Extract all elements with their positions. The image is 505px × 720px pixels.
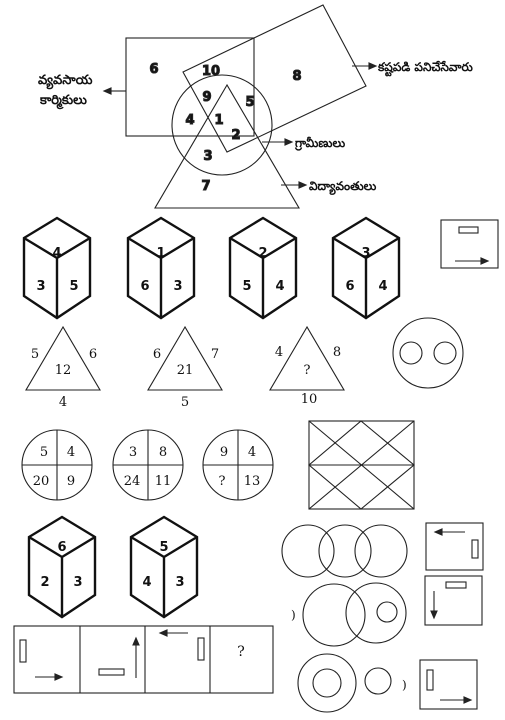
arrow-hardworkers (352, 62, 378, 70)
triangle-1-right: 6 (89, 347, 97, 362)
cube-2-right: 3 (173, 279, 182, 294)
cube-4 (331, 216, 401, 320)
region-6: 6 (149, 62, 158, 77)
venn-triangle (154, 83, 300, 209)
triangle-1-left: 5 (31, 347, 39, 362)
option-box-1 (440, 219, 499, 269)
cube-5-top: 6 (57, 540, 66, 555)
label-hardworkers: కష్టపడి పనిచేసేవారు (377, 60, 473, 76)
arrow-villagers (262, 138, 294, 146)
cube-1-left: 3 (36, 279, 45, 294)
triangle-3-bottom: 10 (301, 392, 318, 407)
quad-circle-2 (112, 429, 184, 501)
quad-circle-1 (21, 429, 93, 501)
three-overlapping-circles (281, 524, 408, 578)
cube-6-right: 3 (175, 575, 184, 590)
cube-6-top: 5 (159, 540, 168, 555)
region-4: 4 (185, 113, 194, 128)
cube-5-right: 3 (73, 575, 82, 590)
region-8: 8 (292, 69, 301, 84)
arrow-farmers (102, 87, 126, 95)
quad-1-bl: 20 (33, 474, 50, 489)
option-box-3 (424, 575, 483, 626)
quad-2-bl: 24 (124, 474, 141, 489)
arrow-educated (281, 181, 308, 189)
cube-1 (22, 216, 92, 320)
cube-6 (129, 515, 199, 619)
triangle-3-left: 4 (275, 345, 283, 360)
quad-circle-3 (202, 429, 274, 501)
label-farmers-line2: కార్మికులు (39, 93, 87, 110)
quad-1-tr: 4 (67, 445, 75, 460)
venn-diagram: 6 10 8 9 5 4 1 2 3 7 వ్యవసాయ కార్మికులు … (38, 4, 473, 209)
cube-5 (27, 515, 97, 619)
triangle-2 (147, 325, 223, 391)
series-question-mark: ? (237, 644, 245, 660)
two-circles-with-inner (302, 582, 407, 647)
triangle-3 (269, 325, 345, 391)
concentric-circles (297, 653, 392, 713)
triangle-1-center: 12 (55, 363, 72, 378)
region-1: 1 (214, 113, 223, 128)
cube-6-left: 4 (142, 575, 151, 590)
quad-3-tl: 9 (220, 445, 228, 460)
quad-2-tl: 3 (129, 445, 137, 460)
cube-4-left: 6 (345, 279, 354, 294)
triangle-3-right: 8 (333, 345, 341, 360)
region-9: 9 (202, 90, 211, 105)
cube-3-left: 5 (242, 279, 251, 294)
paren-1: ) (291, 608, 296, 622)
square-diamond-figure (308, 420, 415, 510)
cube-1-top: 4 (52, 246, 61, 261)
paren-2: ) (402, 678, 407, 692)
region-3: 3 (203, 149, 212, 164)
cube-3-right: 4 (275, 279, 284, 294)
quad-3-br: 13 (244, 474, 261, 489)
region-2: 2 (231, 128, 240, 143)
region-10: 10 (202, 64, 220, 79)
series-cell-3 (158, 629, 205, 661)
cube-2 (126, 216, 196, 320)
venn-tilted-rectangle (182, 4, 367, 153)
option-box-2 (425, 522, 484, 571)
triangle-1 (25, 325, 101, 391)
series-cell-2 (98, 636, 140, 678)
cube-3 (228, 216, 298, 320)
triangle-1-bottom: 4 (59, 395, 67, 410)
triangle-2-right: 7 (211, 347, 219, 362)
quad-1-tl: 5 (40, 445, 48, 460)
quad-2-tr: 8 (159, 445, 167, 460)
series-cell-1 (19, 639, 64, 681)
triangle-2-center: 21 (177, 363, 194, 378)
venn-circle (171, 74, 273, 176)
quad-1-br: 9 (67, 474, 75, 489)
circle-two-holes (392, 317, 464, 389)
region-5: 5 (245, 95, 254, 110)
cube-4-right: 4 (378, 279, 387, 294)
label-farmers: వ్యవసాయ (38, 73, 93, 90)
cube-5-left: 2 (40, 575, 49, 590)
cube-4-top: 3 (361, 246, 370, 261)
label-educated: విద్యావంతులు (309, 179, 376, 195)
series-strip (13, 625, 274, 694)
cube-1-right: 5 (69, 279, 78, 294)
label-villagers: గ్రామీణులు (294, 136, 345, 151)
quad-3-tr: 4 (248, 445, 256, 460)
triangle-2-bottom: 5 (181, 395, 189, 410)
triangle-3-center: ? (304, 363, 311, 378)
quad-2-br: 11 (155, 474, 172, 489)
triangle-2-left: 6 (153, 347, 161, 362)
region-7: 7 (201, 179, 210, 194)
cube-2-top: 1 (156, 246, 165, 261)
cube-3-top: 2 (258, 246, 267, 261)
quad-3-bl: ? (219, 474, 226, 489)
cube-2-left: 6 (140, 279, 149, 294)
option-box-4 (419, 659, 478, 710)
